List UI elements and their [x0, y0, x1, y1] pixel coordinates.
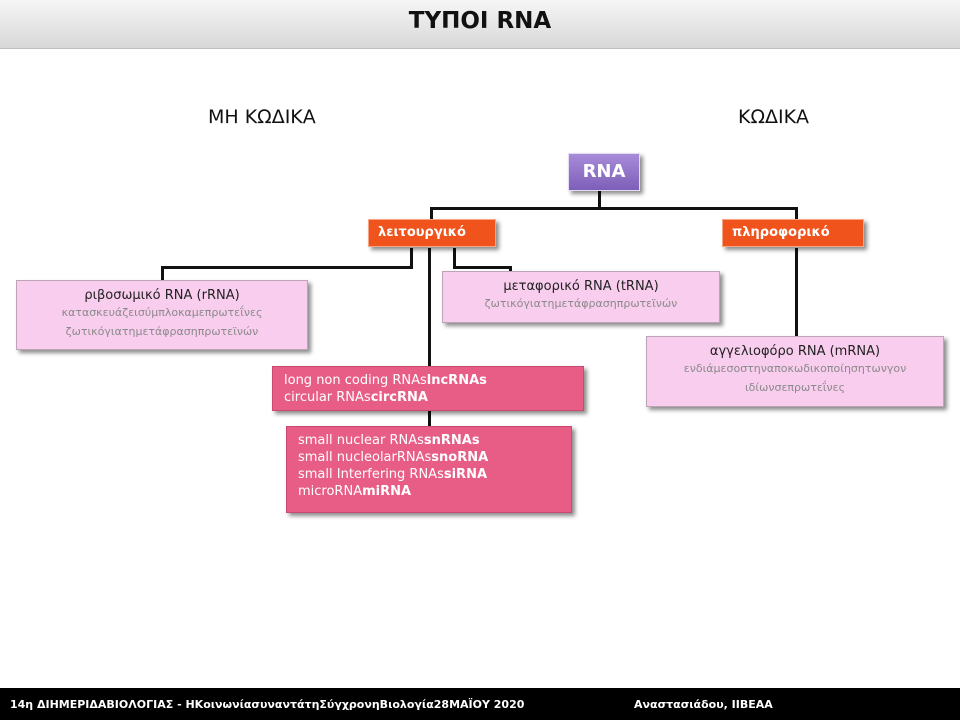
- list-item: small nucleolarRNAssnoRNA: [298, 450, 489, 465]
- mrna-desc-line1: ενδιάμεσοστηναποκωδικοποίησητωνγον: [683, 362, 907, 375]
- heading-coding: ΚΩΔΙΚΑ: [738, 106, 810, 128]
- connector-to-informational: [795, 207, 798, 220]
- connector-to-rrna: [161, 266, 164, 280]
- footer-author: Αναστασιάδου, ΙΙΒΕΑΑ: [634, 698, 773, 711]
- title-bar: ΤΥΠΟΙ RNA: [0, 0, 960, 49]
- connector-long-to-small: [428, 411, 431, 426]
- rrna-desc-line1: κατασκευάζεισύμπλοκαμεπρωτεΐνες: [61, 306, 263, 319]
- rrna-title: ριβοσωμικό RNA (rRNA): [84, 288, 240, 303]
- connector-functional-center-down: [428, 248, 431, 367]
- trna-title: μεταφορικό RNA (tRNA): [503, 279, 659, 294]
- mrna-title: αγγελιοφόρο RNA (mRNA): [709, 344, 881, 359]
- functional-node: λειτουργικό: [368, 219, 496, 247]
- connector-root-down: [598, 191, 601, 208]
- connector-rrna-bar: [161, 266, 413, 269]
- connector-functional-left-down: [410, 248, 413, 267]
- rna-root-node: RNA: [568, 153, 640, 191]
- connector-to-mrna: [795, 248, 798, 337]
- small-rna-node: small nuclear RNAssnRNAs small nucleolar…: [286, 426, 572, 513]
- connector-root-bar: [430, 207, 798, 210]
- trna-desc: ζωτικόγιατημετάφρασηπρωτεϊνών: [484, 297, 678, 310]
- list-item: circular RNAscircRNA: [284, 390, 428, 405]
- rrna-node: ριβοσωμικό RNA (rRNA) κατασκευάζεισύμπλο…: [16, 280, 308, 350]
- long-noncoding-node: long non coding RNAslncRNAs circular RNA…: [272, 366, 584, 411]
- footer-bar: 14η ΔΙΗΜΕΡΙΔΑΒΙΟΛΟΓΙΑΣ - ΗΚοινωνίασυναντ…: [0, 688, 960, 720]
- connector-functional-right-down: [453, 248, 456, 267]
- trna-node: μεταφορικό RNA (tRNA) ζωτικόγιατημετάφρα…: [442, 271, 720, 323]
- connector-to-trna: [509, 266, 512, 272]
- footer-conference: 14η ΔΙΗΜΕΡΙΔΑΒΙΟΛΟΓΙΑΣ - ΗΚοινωνίασυναντ…: [10, 698, 525, 711]
- mrna-node: αγγελιοφόρο RNA (mRNA) ενδιάμεσοστηναποκ…: [646, 336, 944, 407]
- connector-to-functional: [430, 207, 433, 220]
- heading-non-coding: ΜΗ ΚΩΔΙΚΑ: [208, 106, 316, 128]
- list-item: small nuclear RNAssnRNAs: [298, 433, 480, 448]
- page-title: ΤΥΠΟΙ RNA: [408, 8, 552, 34]
- list-item: microRNAmiRNA: [298, 484, 412, 499]
- list-item: long non coding RNAslncRNAs: [284, 373, 487, 388]
- connector-trna-bar: [453, 266, 512, 269]
- informational-node: πληροφορικό: [722, 219, 864, 247]
- list-item: small Interfering RNAssiRNA: [298, 467, 488, 482]
- rrna-desc-line2: ζωτικόγιατημετάφρασηπρωτεϊνών: [65, 325, 259, 338]
- mrna-desc-line2: ιδίωνσεπρωτεΐνες: [744, 381, 846, 394]
